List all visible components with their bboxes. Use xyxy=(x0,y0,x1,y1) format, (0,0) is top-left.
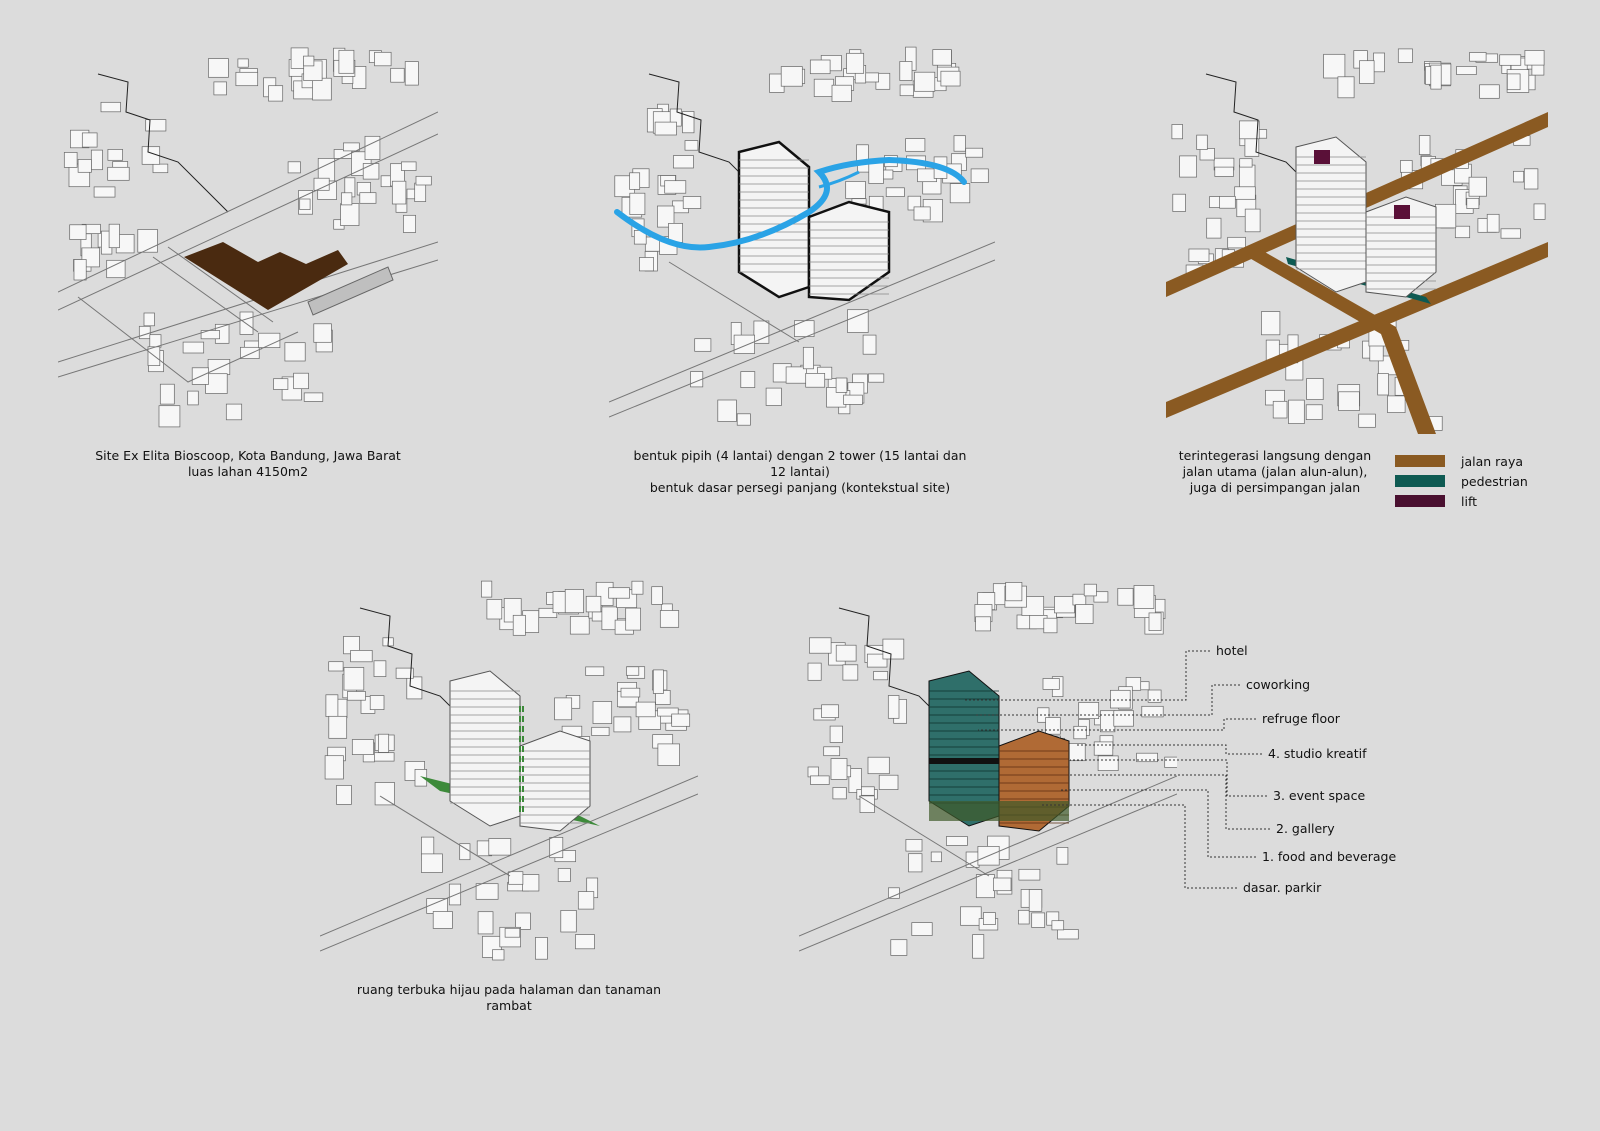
program-label: 3. event space xyxy=(1273,788,1366,803)
site-axonometric xyxy=(58,42,438,434)
legend-swatch-lift xyxy=(1395,495,1445,507)
legend: jalan raya pedestrian lift xyxy=(1395,451,1528,511)
road-cross xyxy=(1246,247,1436,434)
vine-plants xyxy=(519,706,524,816)
legend-item-road: jalan raya xyxy=(1395,451,1528,471)
podium-levels xyxy=(929,801,1069,821)
access-diagram xyxy=(1166,42,1548,434)
program-label: 4. studio kreatif xyxy=(1268,746,1367,761)
lift-core-1 xyxy=(1314,150,1330,164)
legend-item-lift: lift xyxy=(1395,491,1528,511)
refuge-floor xyxy=(929,758,999,764)
green-axonometric xyxy=(320,576,698,968)
legend-swatch-pedestrian xyxy=(1395,475,1445,487)
access-axonometric xyxy=(1166,42,1548,434)
caption-site: Site Ex Elita Bioscoop, Kota Bandung, Ja… xyxy=(95,448,401,479)
program-label: refruge floor xyxy=(1262,711,1340,726)
program-label: coworking xyxy=(1246,677,1311,692)
callout-line xyxy=(965,650,1210,701)
site-diagram xyxy=(58,42,438,434)
site-parcel xyxy=(184,242,348,310)
program-label: dasar. parkir xyxy=(1243,880,1322,895)
form-axonometric xyxy=(609,42,995,434)
context-buildings xyxy=(614,46,989,426)
wind-flow xyxy=(614,156,967,251)
road-diagonal xyxy=(1166,242,1548,418)
legend-item-pedestrian: pedestrian xyxy=(1395,471,1528,491)
callout-line xyxy=(1060,789,1256,858)
context-buildings xyxy=(1171,48,1546,431)
callout-line xyxy=(1070,759,1267,797)
context-buildings xyxy=(63,47,432,428)
program-label: hotel xyxy=(1216,643,1248,658)
callout-line xyxy=(975,684,1240,716)
caption-access: terintegerasi langsung dengan jalan utam… xyxy=(1178,448,1372,495)
callout-line xyxy=(1040,804,1237,889)
form-diagram xyxy=(609,42,995,434)
callout-line xyxy=(1075,744,1262,755)
legend-swatch-road xyxy=(1395,455,1445,467)
program-label: 1. food and beverage xyxy=(1262,849,1397,864)
callout-line xyxy=(1070,774,1270,830)
lift-core-2 xyxy=(1394,205,1410,219)
caption-form: bentuk pipih (4 lantai) dengan 2 tower (… xyxy=(633,448,967,495)
green-space-diagram xyxy=(320,576,698,968)
program-axonometric xyxy=(799,576,1177,968)
caption-green: ruang terbuka hijau pada halaman dan tan… xyxy=(356,982,662,1013)
program-label: 2. gallery xyxy=(1276,821,1335,836)
context-buildings xyxy=(324,580,691,961)
program-diagram xyxy=(799,576,1177,968)
callout-line xyxy=(978,718,1256,731)
tower-12-floors xyxy=(807,200,891,302)
